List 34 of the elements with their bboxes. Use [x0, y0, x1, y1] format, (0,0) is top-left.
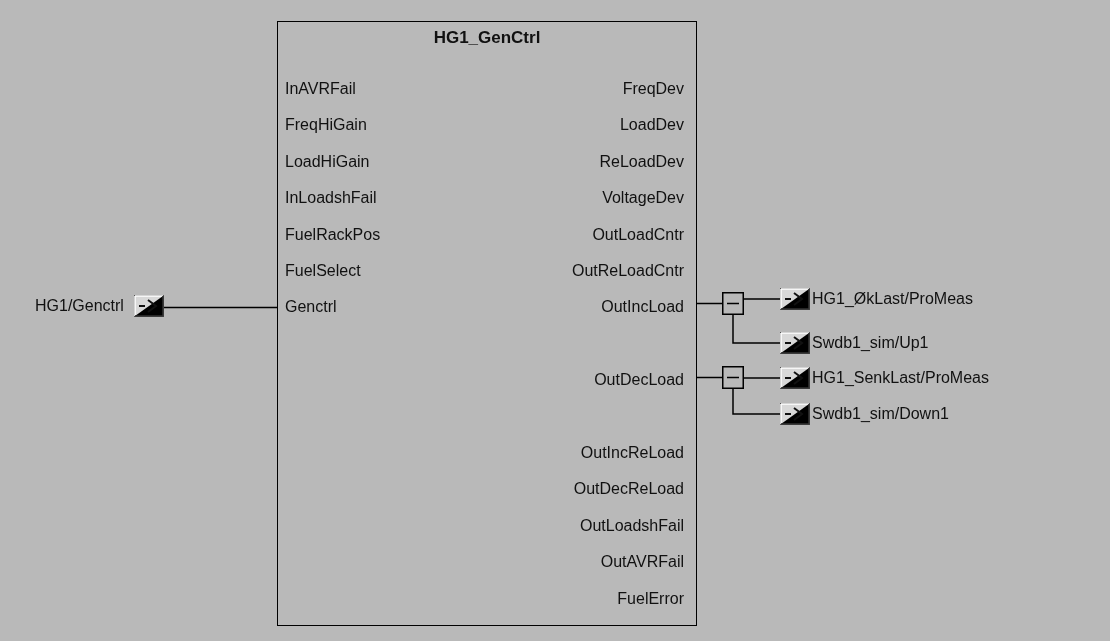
connector-line — [732, 314, 781, 344]
connector-line — [743, 298, 781, 300]
pin-label: OutReLoadCntr — [571, 260, 696, 282]
pin-label: InLoadshFail — [278, 187, 377, 210]
function-block — [277, 21, 697, 626]
connector-line — [695, 302, 723, 305]
pin-label: ReLoadDev — [599, 150, 696, 173]
reference-label: HG1_ØkLast/ProMeas — [812, 290, 973, 308]
connector-line — [163, 306, 279, 309]
pin-label: OutIncLoad — [601, 296, 696, 319]
pin-label: OutAVRFail — [600, 551, 696, 574]
pin-label: OutIncReLoad — [580, 442, 696, 464]
pin-label: InAVRFail — [278, 78, 356, 100]
pin-label: FreqHiGain — [278, 114, 367, 137]
reference-label: Swdb1_sim/Up1 — [812, 334, 929, 352]
pin-label: OutDecReLoad — [573, 478, 696, 501]
pin-label: FreqDev — [622, 78, 696, 100]
pin-label: FuelError — [617, 587, 696, 610]
pin-label: LoadDev — [619, 114, 696, 137]
connector-line — [732, 388, 781, 415]
connector-line — [743, 377, 781, 379]
pin-label: OutLoadshFail — [579, 514, 696, 537]
reference-label: HG1/Genctrl — [35, 297, 124, 315]
pin-label: FuelRackPos — [278, 223, 381, 246]
block-title: HG1_GenCtrl — [432, 28, 542, 48]
pin-label: LoadHiGain — [278, 150, 370, 173]
connector-line — [695, 376, 723, 379]
pin-label: FuelSelect — [278, 260, 361, 282]
pin-label: VoltageDev — [602, 187, 696, 210]
reference-label: Swdb1_sim/Down1 — [812, 405, 949, 423]
pin-label: OutDecLoad — [594, 369, 696, 392]
reference-label: HG1_SenkLast/ProMeas — [812, 369, 989, 387]
pin-label: OutLoadCntr — [592, 223, 696, 246]
pin-label: Genctrl — [278, 296, 337, 319]
